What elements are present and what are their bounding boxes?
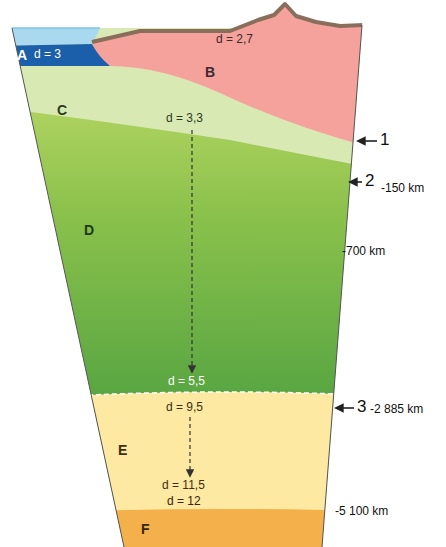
density-label: d = 5,5	[168, 375, 205, 389]
density-increase-arrow	[189, 417, 190, 476]
layer-letter: C	[57, 102, 67, 118]
density-label: d = 2,7	[216, 33, 253, 47]
density-increase-arrow	[191, 130, 192, 372]
layers	[0, 3, 446, 547]
layer-letter: B	[205, 64, 215, 80]
depth-label: -150 km	[381, 182, 424, 196]
callout-arrow	[350, 181, 362, 183]
continental-crust	[92, 3, 366, 146]
layer-letter: D	[84, 222, 94, 238]
density-label: d = 9,5	[166, 401, 203, 415]
density-label: d = 12	[167, 495, 201, 509]
earth-layer: Cd = 3,3	[57, 102, 204, 126]
wedge-edge	[12, 28, 124, 547]
callout-number: 2	[365, 171, 374, 191]
density-label: d = 3,3	[166, 112, 203, 126]
callout-number: 3	[357, 397, 366, 417]
layer-letter: F	[141, 521, 150, 537]
earth-layer: Fd = 12	[141, 495, 201, 538]
layer-letter: E	[118, 442, 127, 458]
earth-layer: Dd = 5,5	[84, 222, 206, 389]
outer-core-layer	[0, 392, 446, 547]
callout-arrow	[358, 140, 377, 142]
sea-surface	[0, 27, 100, 29]
core-mantle-boundary	[0, 392, 446, 400]
callout-number: 1	[380, 130, 389, 150]
depth-label: -5 100 km	[335, 505, 388, 519]
layer-letter: A	[17, 47, 27, 63]
mantle-layer	[0, 28, 446, 547]
earth-layer: Ed = 9,5 d = 11,5	[118, 401, 205, 493]
callout-arrow	[336, 407, 354, 409]
depth-label: -700 km	[342, 245, 385, 259]
depth-label: -2 885 km	[370, 403, 423, 417]
wedge-edge	[322, 25, 362, 547]
density-label: d = 11,5	[162, 479, 205, 493]
density-label: d = 3	[34, 48, 61, 62]
earth-layer: Ad = 3	[17, 47, 62, 64]
earth-layer: Bd = 2,7	[205, 33, 254, 81]
